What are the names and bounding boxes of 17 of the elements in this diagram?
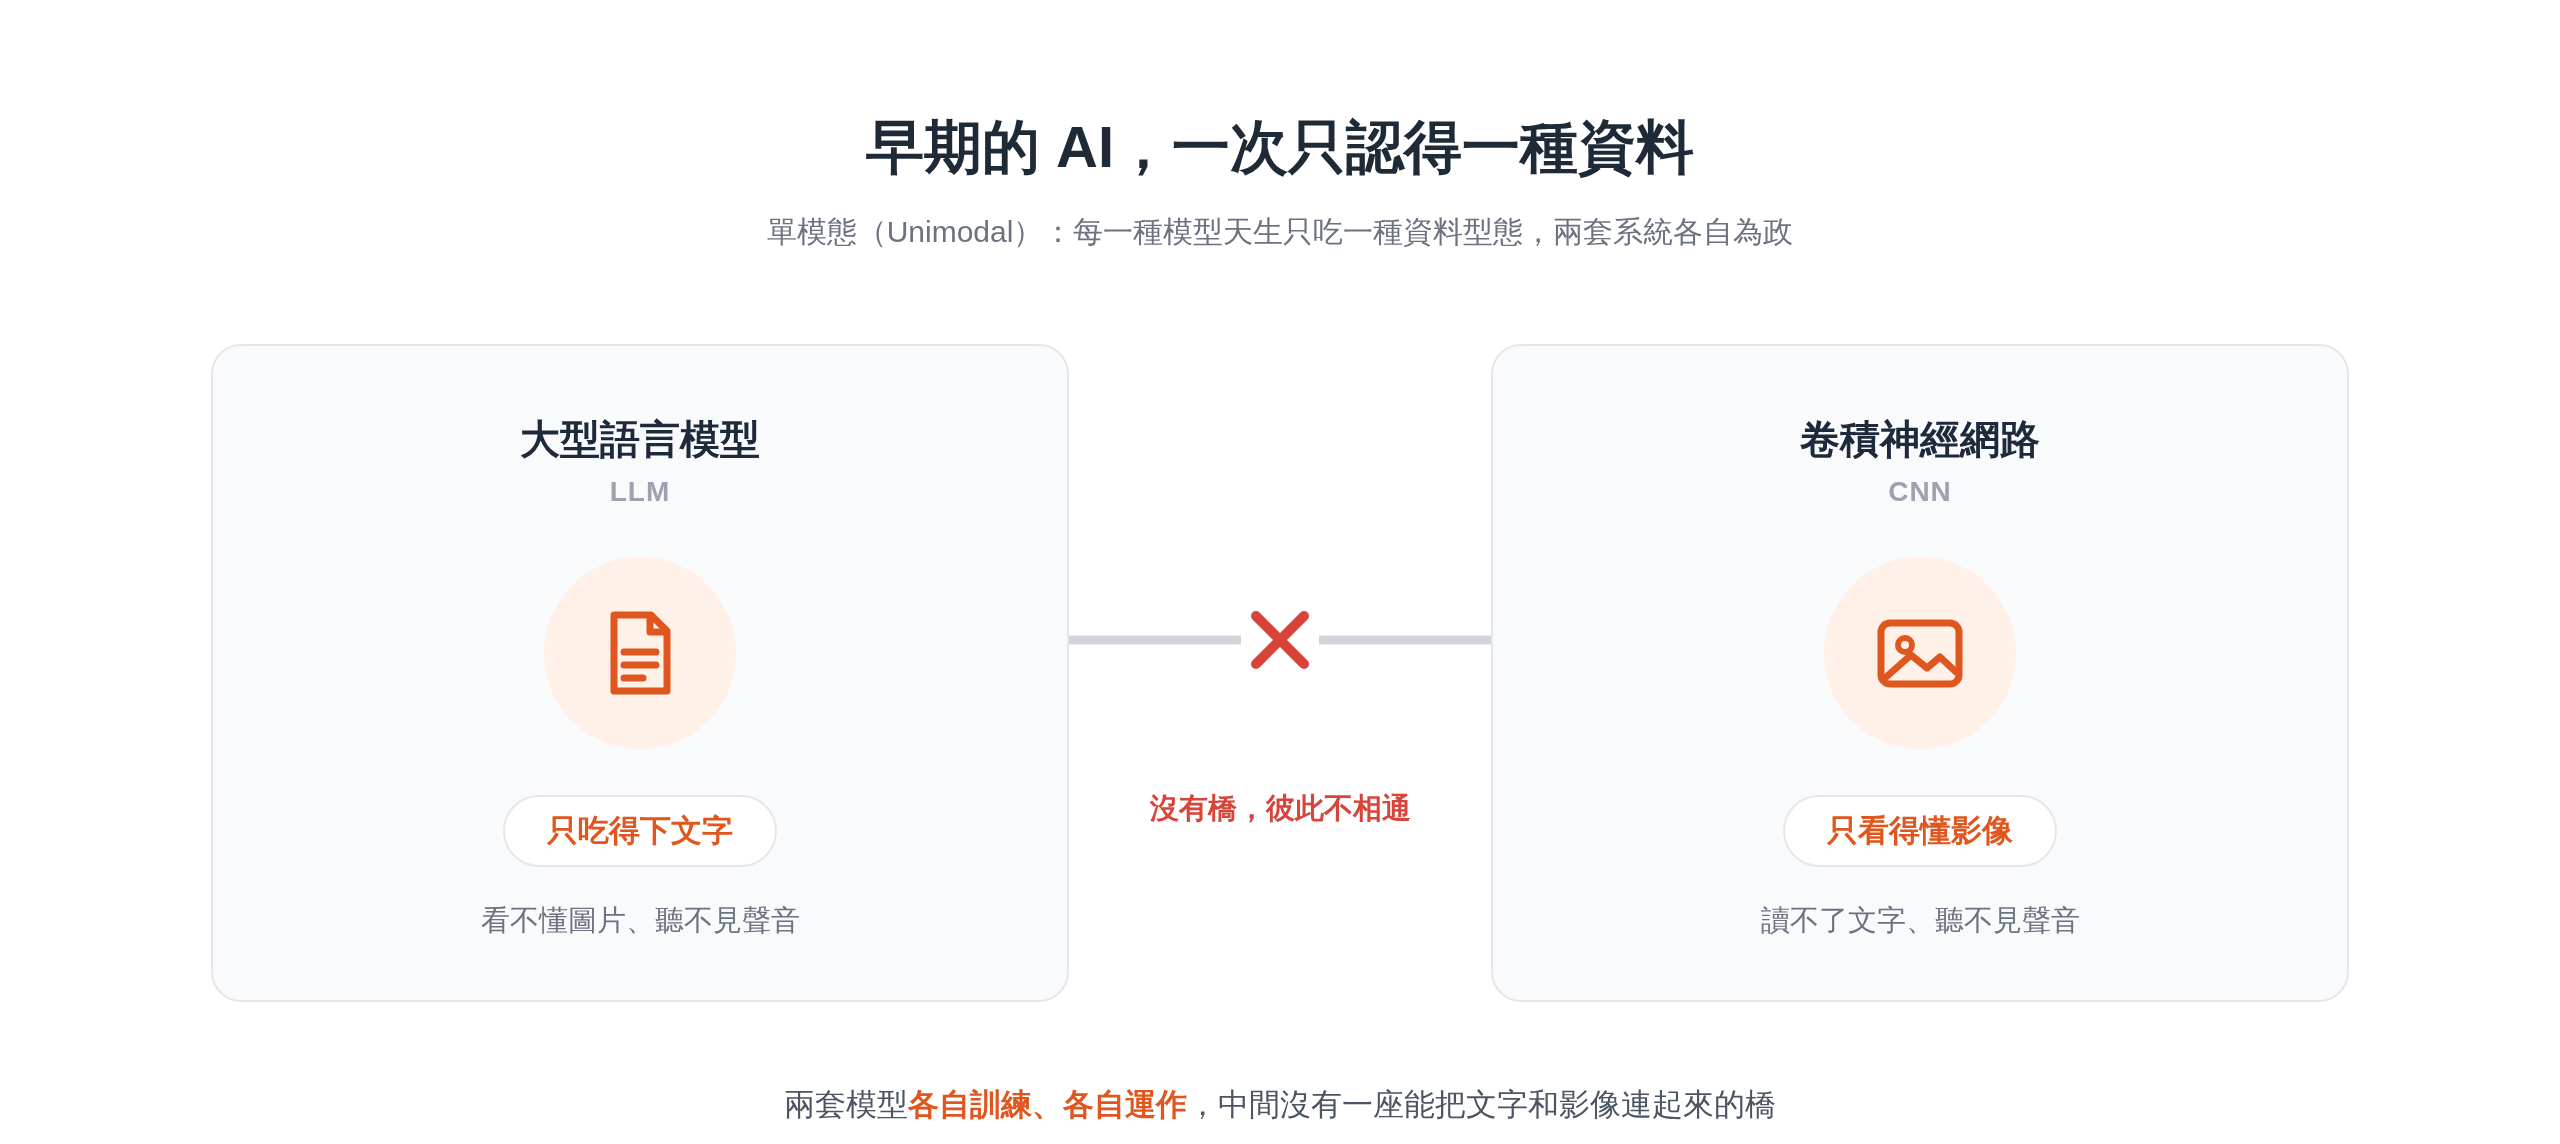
card-description: 讀不了文字、聽不見聲音 bbox=[1760, 903, 2080, 938]
model-card bbox=[1491, 344, 2349, 1002]
card-description: 看不懂圖片、聽不見聲音 bbox=[480, 903, 800, 938]
card-title: 卷積神經網路 bbox=[1800, 416, 2040, 463]
capability-tag: 只吃得下文字 bbox=[503, 795, 777, 867]
model-card bbox=[211, 344, 1069, 1002]
connector-line bbox=[1069, 635, 1241, 645]
title: 早期的 AI，一次只認得一種資料 bbox=[865, 113, 1695, 181]
card-subtitle: LLM bbox=[609, 475, 671, 509]
connector-line bbox=[1319, 635, 1491, 645]
caption: 兩套模型各自訓練、各自運作，中間沒有一座能把文字和影像連起來的橋 bbox=[784, 1086, 1776, 1124]
note-label: 沒有橋，彼此不相通 bbox=[1149, 791, 1411, 826]
subtitle: 單模態（Unimodal）：每一種模型天生只吃一種資料型態，兩套系統各自為政 bbox=[766, 214, 1794, 250]
card-subtitle: CNN bbox=[1888, 475, 1952, 509]
capability-tag: 只看得懂影像 bbox=[1783, 795, 2057, 867]
cross-icon bbox=[1251, 611, 1309, 669]
card-title: 大型語言模型 bbox=[520, 416, 760, 463]
